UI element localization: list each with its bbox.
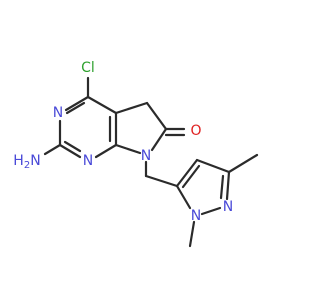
bond-c4-n3-double — [65, 101, 86, 115]
bond-pz-c3-n2-double — [219, 174, 225, 200]
atom-o: O — [190, 123, 201, 139]
atom-nh2-h: H — [13, 153, 24, 169]
atom-nh2-sub: 2 — [24, 160, 30, 171]
atom-n1: N — [83, 153, 93, 169]
bond-pz-c3-methyl — [227, 153, 259, 174]
bond-c4a-c5 — [114, 101, 149, 115]
atom-pz-n2: N — [223, 199, 233, 215]
lactam-ring — [114, 101, 186, 155]
atom-nh2-n: N — [30, 153, 40, 169]
bond-c6-n7 — [150, 127, 168, 152]
pyrimidine-ring — [58, 95, 118, 159]
atom-pz-n1: N — [191, 208, 201, 224]
bond-pz-c3-n2 — [225, 170, 231, 201]
bond-pz-n2-n1 — [200, 206, 222, 216]
atom-n3: N — [53, 105, 63, 121]
bond-pz-c5-c4 — [175, 158, 199, 188]
bond-pz-n1-c5 — [175, 184, 192, 210]
bond-pz-n1-methyl — [188, 220, 196, 248]
bond-c2-nh2 — [43, 143, 62, 156]
bond-c4-n3 — [64, 95, 90, 112]
bond-c2-n1-double — [63, 140, 82, 153]
bond-pz-c5-c4-double — [181, 164, 201, 189]
atom-n7: N — [141, 148, 151, 164]
bond-n1-c7a — [94, 143, 118, 159]
molecule-structure: Cl N N N O N N H2N — [13, 60, 259, 248]
atom-nh2: H2N — [13, 153, 40, 171]
bond-c2-n1 — [58, 143, 82, 159]
bond-c4a-c4 — [86, 95, 118, 115]
bond-c5-c6 — [145, 101, 168, 131]
bond-pz-c4-c3 — [195, 158, 231, 174]
bond-n7-c7a — [114, 143, 142, 155]
atom-cl: Cl — [81, 60, 95, 76]
pyrazole-ring — [175, 153, 259, 248]
bond-ch2-c5pz — [144, 174, 179, 188]
